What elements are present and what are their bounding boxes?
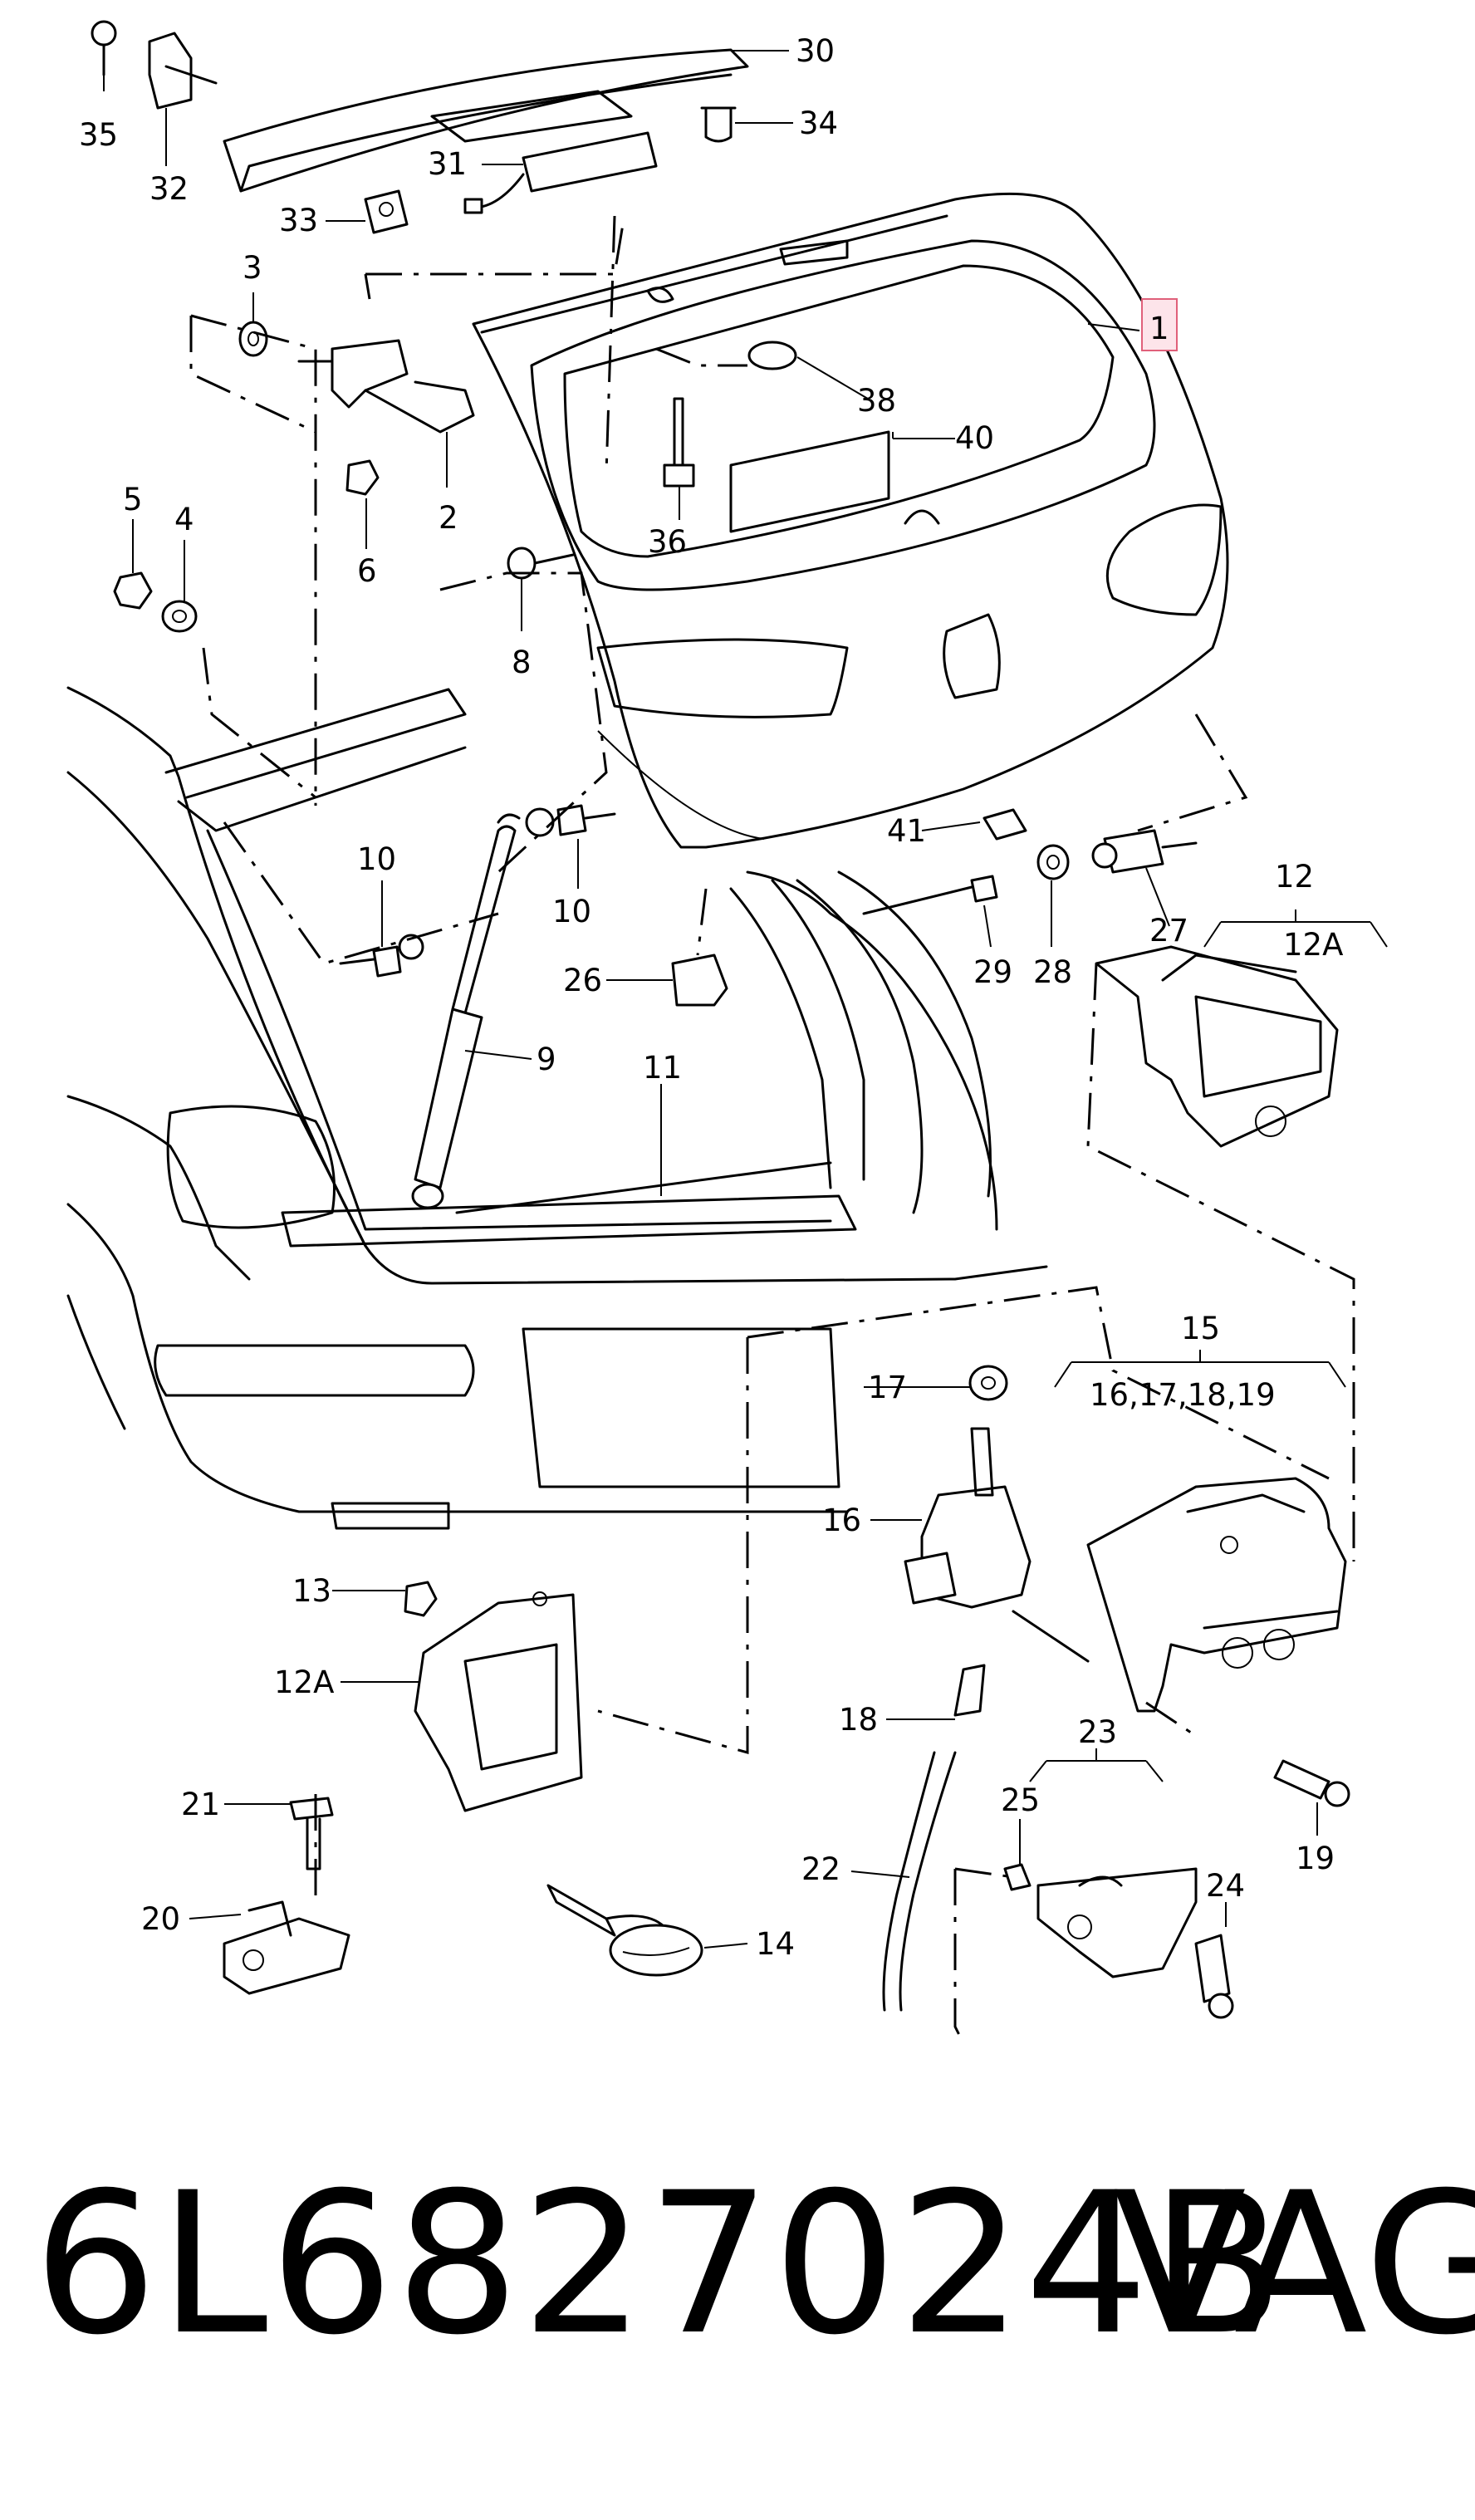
bracket-part-32	[148, 32, 218, 110]
car-body-outline	[66, 686, 1048, 1530]
part-number-caption: 6L6827024B VAG	[0, 2151, 1475, 2483]
callout-24: 24	[1206, 1868, 1245, 1904]
key-part-14	[546, 1884, 703, 1977]
spoiler-part-30	[223, 48, 749, 193]
callout-11: 11	[643, 1050, 682, 1086]
washer-part-3	[238, 321, 268, 357]
callout-9: 9	[537, 1042, 556, 1077]
callout-4: 4	[174, 502, 194, 537]
switch-part-29	[862, 875, 998, 915]
group-brackets	[1029, 909, 1388, 1782]
grommet-part-34	[700, 106, 737, 143]
nut-part-13	[404, 1581, 438, 1617]
callout-28: 28	[1033, 954, 1072, 990]
callout-19: 19	[1296, 1841, 1335, 1876]
callout-15-components: 16,17,18,19	[1090, 1377, 1276, 1413]
callout-10-upper: 10	[552, 894, 591, 929]
callout-10-lower: 10	[357, 841, 396, 877]
cable-part-22	[882, 1751, 957, 2012]
handle-part-12A	[414, 1591, 583, 1812]
light-part-41	[983, 808, 1027, 841]
handle-assembly-part-12	[1095, 945, 1339, 1148]
bolt-part-36	[663, 397, 695, 488]
bolt-part-35	[91, 20, 117, 76]
callout-38: 38	[857, 383, 896, 419]
latch-part-15	[1086, 1477, 1347, 1713]
callout-labels: 30 35 32 34 31 33 1 3 38 40 2 5 4 6 36 8…	[79, 33, 1343, 1962]
callout-23: 23	[1078, 1714, 1117, 1750]
callout-2: 2	[439, 500, 458, 536]
lock-part-23	[1036, 1867, 1198, 1978]
callout-14: 14	[756, 1926, 795, 1962]
callout-17: 17	[868, 1370, 907, 1405]
nut-part-5	[113, 571, 153, 610]
actuator-part-16	[904, 1427, 1090, 1663]
rod-part-18	[953, 1664, 986, 1717]
clip-part-33	[364, 189, 409, 234]
callout-8: 8	[512, 645, 532, 680]
callout-29: 29	[973, 954, 1012, 990]
buffer-part-26	[671, 954, 728, 1007]
callout-1: 1	[1149, 311, 1169, 346]
assembly-dash-lines	[189, 215, 1355, 2044]
leader-lines	[103, 50, 1318, 1949]
ball-stud-part-10-lower	[339, 934, 424, 978]
callout-18: 18	[839, 1702, 878, 1738]
callout-25: 25	[1001, 1782, 1040, 1818]
callout-34: 34	[799, 105, 838, 141]
callout-35: 35	[79, 117, 118, 153]
callout-31: 31	[428, 146, 467, 182]
bolt-part-21	[289, 1797, 334, 1870]
callout-12: 12	[1275, 859, 1314, 895]
brake-light-part-31	[463, 131, 658, 214]
callout-27: 27	[1149, 913, 1188, 949]
clip-part-25	[1003, 1863, 1032, 1891]
gas-strut-part-9	[411, 813, 521, 1209]
brand-name: VAG	[1113, 2151, 1475, 2378]
callout-21: 21	[181, 1787, 220, 1822]
callout-32: 32	[149, 171, 189, 207]
callout-6: 6	[357, 553, 377, 589]
callout-40: 40	[955, 420, 994, 456]
tailgate-part-1	[472, 192, 1229, 849]
washer-part-4	[161, 600, 198, 633]
bush-part-17	[968, 1365, 1008, 1401]
grommet-part-28	[1036, 844, 1070, 880]
screw-part-19	[1273, 1759, 1350, 1807]
lock-cylinder-part-27	[1091, 829, 1198, 874]
bracket-part-20	[223, 1900, 350, 1995]
grommet-part-38	[747, 341, 797, 370]
hinge-part-2	[297, 339, 475, 434]
callout-26: 26	[563, 963, 602, 998]
callout-33: 33	[279, 203, 318, 238]
callout-30: 30	[796, 33, 835, 69]
exploded-parts-diagram: 30 35 32 34 31 33 1 3 38 40 2 5 4 6 36 8…	[66, 20, 1388, 2044]
callout-20: 20	[141, 1901, 180, 1937]
callout-36: 36	[648, 524, 687, 560]
callout-3: 3	[243, 250, 262, 286]
ball-stud-part-10-upper	[525, 804, 616, 837]
callout-41: 41	[887, 813, 926, 849]
callout-22: 22	[801, 1851, 840, 1887]
callout-13: 13	[292, 1573, 331, 1609]
nut-part-6	[345, 459, 380, 496]
seal-part-11	[455, 1161, 832, 1214]
callout-15: 15	[1181, 1311, 1220, 1346]
callout-5: 5	[123, 482, 143, 517]
callout-12A-top: 12A	[1283, 927, 1343, 963]
callout-12A: 12A	[274, 1664, 334, 1700]
part-number: 6L6827024B	[33, 2151, 1286, 2378]
callout-1-highlight	[1141, 298, 1178, 351]
bolt-part-24	[1194, 1934, 1234, 2019]
callout-16: 16	[822, 1503, 861, 1538]
